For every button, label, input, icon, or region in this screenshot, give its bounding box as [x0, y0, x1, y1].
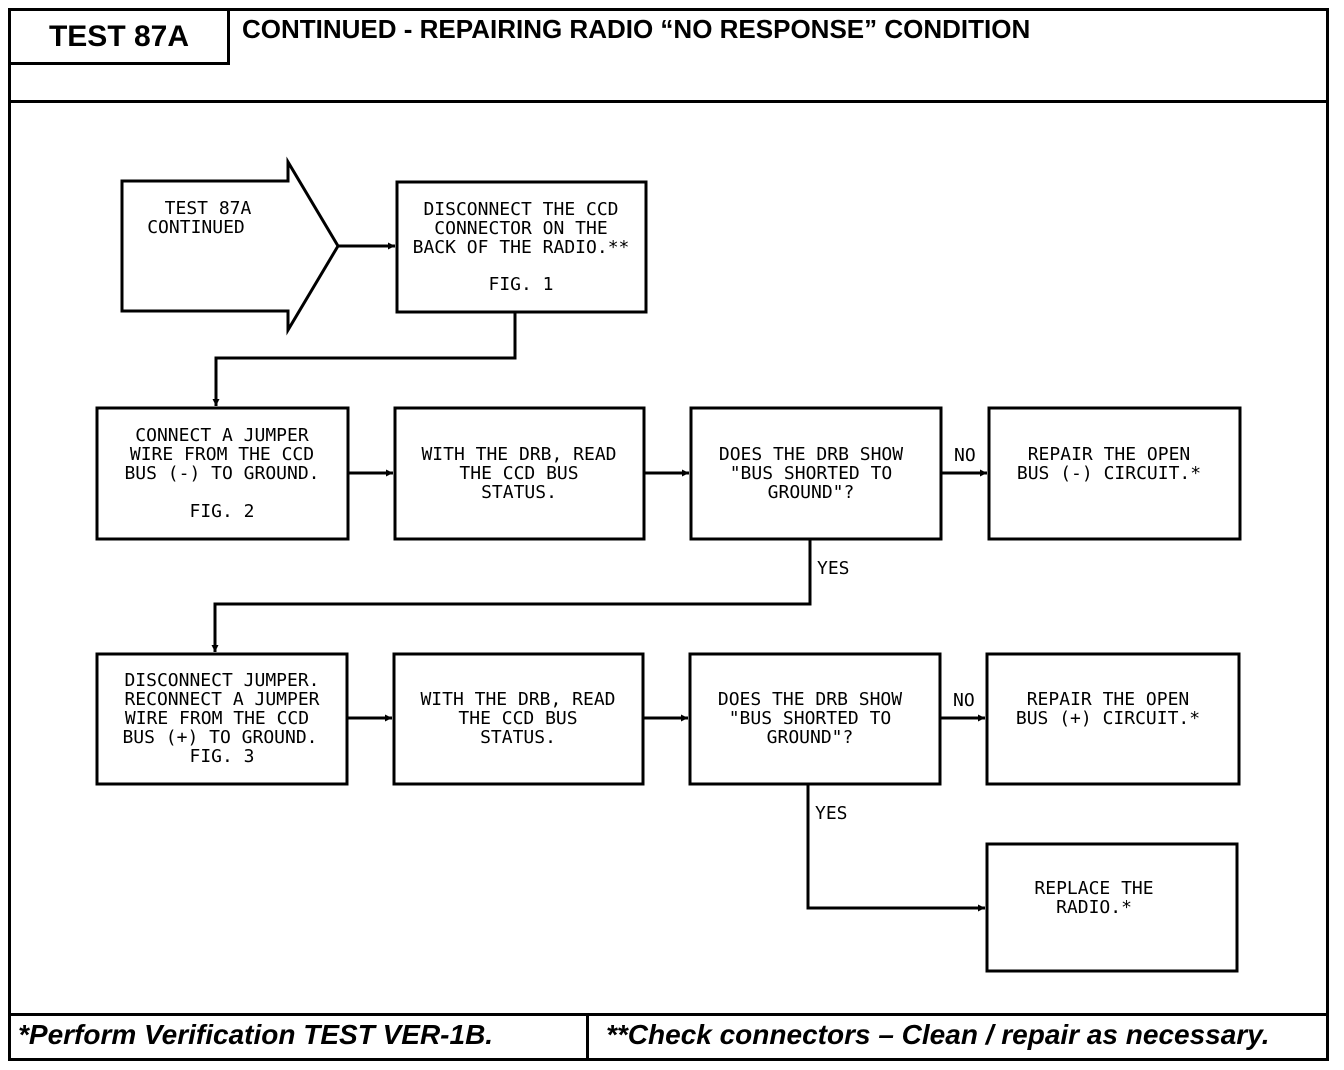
step-jumper-plus: DISCONNECT JUMPER. RECONNECT A JUMPER WI…	[95, 652, 349, 786]
step-read-status-1: WITH THE DRB, READ THE CCD BUS STATUS.	[393, 406, 646, 541]
repair-plus: REPAIR THE OPEN BUS (+) CIRCUIT.*	[985, 652, 1241, 786]
decision-2-no-label: NO	[953, 690, 975, 711]
repair-plus-line-2: BUS (+) CIRCUIT.*	[1016, 708, 1200, 729]
step-disconnect-ccd-line-3: BACK OF THE RADIO.**	[413, 237, 630, 258]
decision-2-yes-label: YES	[815, 803, 848, 824]
repair-minus-line-2: BUS (-) CIRCUIT.*	[1017, 463, 1201, 484]
step-jumper-minus-line-2: WIRE FROM THE CCD	[130, 444, 314, 465]
replace-radio-line-1: REPLACE THE	[1034, 878, 1153, 899]
start-node-line-2: CONTINUED	[147, 217, 245, 238]
step-read-status-2: WITH THE DRB, READ THE CCD BUS STATUS.	[392, 652, 645, 786]
decision-2: DOES THE DRB SHOW "BUS SHORTED TO GROUND…	[688, 652, 942, 786]
step-read-status-2-line-3: STATUS.	[480, 727, 556, 748]
arrow-decision-1-yes	[211, 539, 812, 652]
decision-1: DOES THE DRB SHOW "BUS SHORTED TO GROUND…	[689, 406, 943, 541]
replace-radio-line-2: RADIO.*	[1056, 897, 1132, 918]
step-jumper-minus: CONNECT A JUMPER WIRE FROM THE CCD BUS (…	[95, 406, 350, 541]
footer-note-verification: *Perform Verification TEST VER-1B.	[18, 1019, 494, 1050]
repair-plus-line-1: REPAIR THE OPEN	[1027, 689, 1190, 710]
step-jumper-minus-line-1: CONNECT A JUMPER	[135, 425, 309, 446]
step-jumper-plus-line-1: DISCONNECT JUMPER.	[124, 670, 319, 691]
test-id: TEST 87A	[48, 19, 190, 53]
decision-1-line-3: GROUND"?	[768, 482, 855, 503]
footer-divider	[8, 1013, 1329, 1016]
step-disconnect-ccd-line-2: CONNECTOR ON THE	[434, 218, 607, 239]
step-jumper-minus-line-3: BUS (-) TO GROUND.	[124, 463, 319, 484]
step-jumper-plus-fig: FIG. 3	[189, 746, 254, 767]
decision-1-yes-label: YES	[817, 558, 850, 579]
decision-1-line-1: DOES THE DRB SHOW	[719, 444, 903, 465]
step-read-status-1-line-2: THE CCD BUS	[459, 463, 578, 484]
footer-note-connectors: **Check connectors – Clean / repair as n…	[606, 1019, 1270, 1050]
test-id-box: TEST 87A	[8, 8, 230, 65]
decision-1-line-2: "BUS SHORTED TO	[730, 463, 893, 484]
step-jumper-plus-line-3: WIRE FROM THE CCD	[125, 708, 309, 729]
decision-1-no-label: NO	[954, 445, 976, 466]
step-read-status-1-line-1: WITH THE DRB, READ	[421, 444, 616, 465]
repair-minus: REPAIR THE OPEN BUS (-) CIRCUIT.*	[987, 406, 1242, 541]
decision-2-line-1: DOES THE DRB SHOW	[718, 689, 902, 710]
arrow-disconnect-to-jumper-minus	[212, 312, 517, 406]
step-read-status-2-line-2: THE CCD BUS	[458, 708, 577, 729]
step-disconnect-ccd-line-1: DISCONNECT THE CCD	[423, 199, 618, 220]
page-frame	[8, 8, 1329, 1061]
decision-2-line-2: "BUS SHORTED TO	[729, 708, 892, 729]
header-divider	[8, 100, 1329, 103]
step-read-status-2-line-1: WITH THE DRB, READ	[420, 689, 615, 710]
replace-radio: REPLACE THE RADIO.*	[985, 842, 1239, 973]
step-read-status-1-line-3: STATUS.	[481, 482, 557, 503]
step-disconnect-ccd: DISCONNECT THE CCD CONNECTOR ON THE BACK…	[395, 180, 648, 314]
page-title: CONTINUED - REPAIRING RADIO “NO RESPONSE…	[242, 14, 1031, 44]
step-jumper-plus-line-2: RECONNECT A JUMPER	[124, 689, 319, 710]
arrow-decision-2-yes	[806, 784, 985, 912]
connectors	[211, 242, 987, 912]
start-node-line-1: TEST 87A	[165, 198, 252, 219]
step-jumper-plus-line-4: BUS (+) TO GROUND.	[122, 727, 317, 748]
repair-minus-line-1: REPAIR THE OPEN	[1028, 444, 1191, 465]
start-node: TEST 87A CONTINUED	[120, 156, 340, 336]
step-jumper-minus-fig: FIG. 2	[189, 501, 254, 522]
step-disconnect-ccd-fig: FIG. 1	[488, 274, 553, 295]
footer-column-divider	[586, 1013, 589, 1061]
decision-2-line-3: GROUND"?	[767, 727, 854, 748]
